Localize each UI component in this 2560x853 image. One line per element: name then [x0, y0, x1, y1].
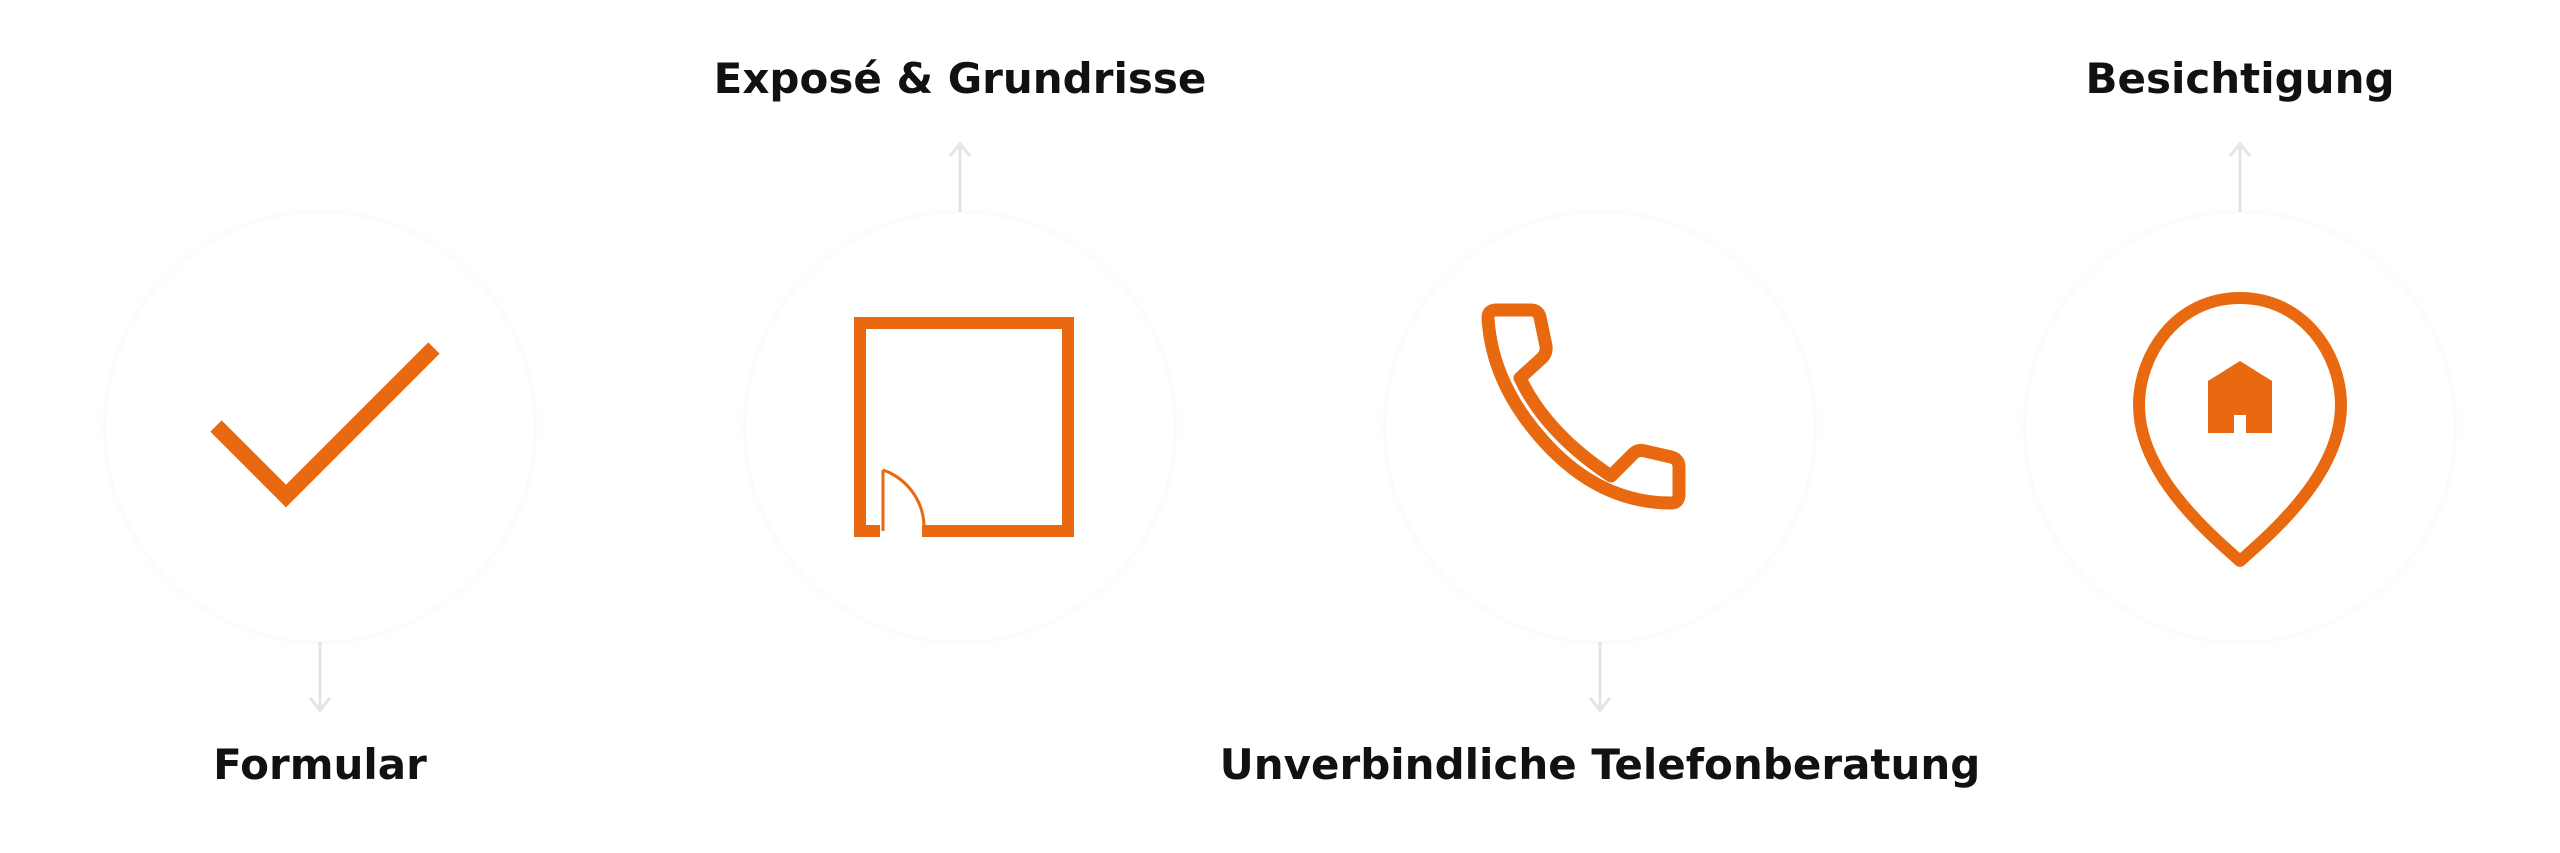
step-label: Exposé & Grundrisse — [713, 54, 1207, 103]
step-label: Unverbindliche Telefonberatung — [1219, 740, 1981, 789]
arrow-up-icon — [2228, 141, 2252, 212]
floor-plan-icon — [854, 317, 1074, 537]
step-label: Formular — [213, 740, 427, 789]
step-circle — [2026, 213, 2454, 641]
step-label: Besichtigung — [2085, 54, 2395, 103]
step-circle — [106, 213, 534, 641]
arrow-up-icon — [948, 141, 972, 212]
checkmark-icon — [210, 342, 440, 508]
home-location-pin-icon — [2133, 292, 2347, 567]
step-circle — [746, 213, 1174, 641]
step-expose-grundrisse: Exposé & Grundrisse — [640, 0, 1280, 853]
arrow-down-icon — [1588, 642, 1612, 713]
step-circle — [1386, 213, 1814, 641]
step-telefonberatung: Unverbindliche Telefonberatung — [1220, 0, 1980, 853]
step-formular: Formular — [0, 0, 640, 853]
arrow-down-icon — [308, 642, 332, 713]
phone-icon — [1481, 303, 1686, 510]
step-besichtigung: Besichtigung — [1920, 0, 2560, 853]
